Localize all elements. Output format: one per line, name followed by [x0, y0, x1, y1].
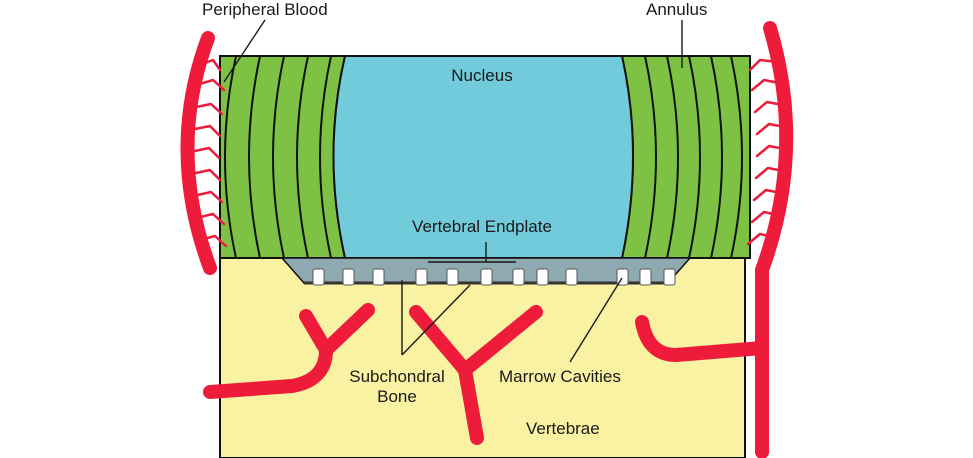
- label-nucleus: Nucleus: [451, 66, 512, 85]
- peripheral-vessel-left: [180, 31, 228, 275]
- label-vertebral-endplate: Vertebral Endplate: [412, 217, 552, 236]
- label-annulus: Annulus: [646, 0, 707, 19]
- vertebral-vessels: [203, 303, 769, 445]
- label-subchondral: Subchondral: [349, 367, 444, 386]
- label-marrow-cavities: Marrow Cavities: [499, 367, 621, 386]
- label-vertebrae: Vertebrae: [526, 419, 600, 438]
- annulus-lamellae-right: [644, 55, 743, 259]
- label-bone: Bone: [377, 387, 417, 406]
- peripheral-vessel-right: [746, 21, 794, 458]
- marrow-cavities: [312, 268, 676, 286]
- label-peripheral-blood: Peripheral Blood: [202, 0, 328, 19]
- annulus-lamellae-left: [224, 55, 332, 259]
- annulus-right: [620, 55, 751, 259]
- pointer-lines: [223, 19, 683, 363]
